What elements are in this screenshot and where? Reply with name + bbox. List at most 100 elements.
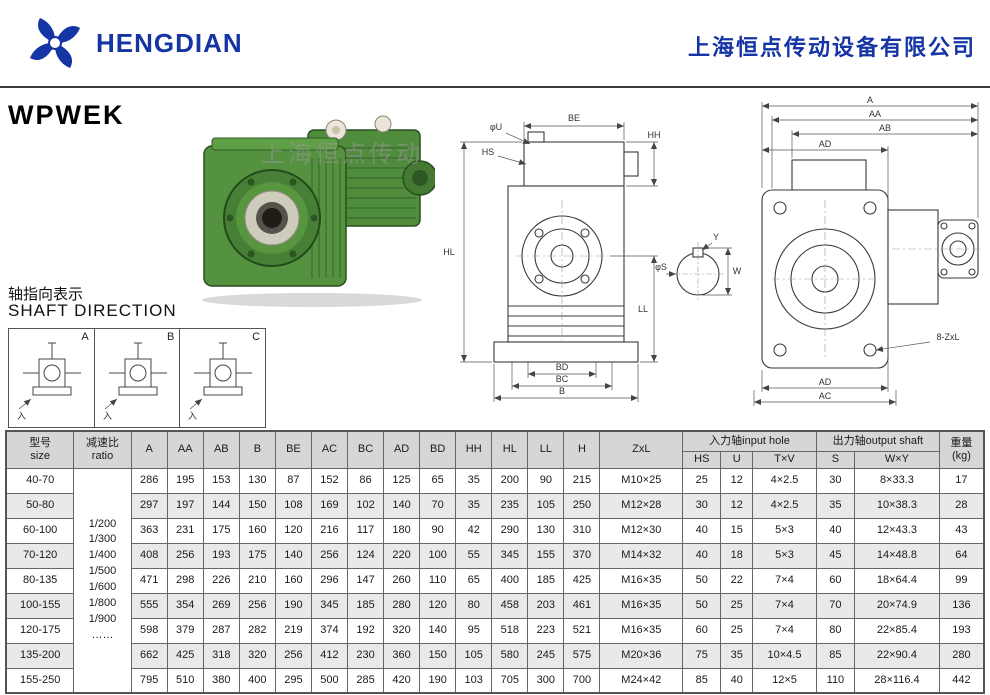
cell-value: 7×4 [752, 567, 817, 594]
dim-label-AD-top: AD [819, 139, 832, 149]
cell-value: 223 [527, 617, 565, 644]
diagram-letter: B [167, 331, 175, 343]
cell-value: 226 [202, 567, 240, 594]
col-header-LL: LL [527, 430, 565, 469]
cell-size: 100-155 [5, 592, 75, 619]
shaft-diagram-a-drawing: 入 [17, 342, 81, 421]
cell-value: 152 [310, 467, 349, 494]
cell-value: 458 [491, 592, 529, 619]
shaft-section-drawing: Y W φS [655, 232, 742, 302]
shaft-diagram-c: C 入 [180, 329, 265, 427]
diagram-letter: C [252, 331, 261, 343]
product-photo [202, 115, 435, 307]
cell-value: 120 [274, 517, 312, 544]
cell-value: 4×2.5 [752, 467, 817, 494]
cell-value: 220 [383, 542, 421, 569]
col-header-AA: AA [166, 430, 204, 469]
cell-value: 55 [455, 542, 493, 569]
cell-value: 320 [238, 642, 276, 669]
cell-value: 280 [383, 592, 421, 619]
cell-value: 35 [720, 642, 754, 669]
cell-value: 260 [383, 567, 421, 594]
cell-value: 360 [383, 642, 421, 669]
cell-value: 18×64.4 [854, 567, 940, 594]
cell-value: 12 [720, 467, 754, 494]
cell-value: 318 [202, 642, 240, 669]
model-title: WPWEK [8, 100, 125, 130]
cell-value: 65 [455, 567, 493, 594]
cell-value: 408 [130, 542, 168, 569]
brand-name: HENGDIAN [96, 28, 243, 58]
cell-value: 117 [347, 517, 385, 544]
cell-value: 12 [720, 492, 754, 519]
cell-size: 80-135 [5, 567, 75, 594]
cell-value: 150 [419, 642, 457, 669]
company-name: 上海恒点传动设备有限公司 [687, 35, 976, 60]
cell-value: 30 [682, 492, 722, 519]
cell-value: 140 [383, 492, 421, 519]
cell-value: 110 [815, 667, 856, 694]
cell-value: M12×28 [599, 492, 684, 519]
cell-value: 103 [455, 667, 493, 694]
sub-col-header-HS: HS [682, 450, 722, 469]
input-arrow-label: 入 [17, 411, 26, 421]
cell-value: 17 [938, 467, 985, 494]
cell-value: 87 [274, 467, 312, 494]
col-header-weight: 重量 (kg) [938, 430, 985, 469]
cell-value: 285 [347, 667, 385, 694]
col-header-BE: BE [274, 430, 312, 469]
cell-value: 160 [274, 567, 312, 594]
cell-value: 14×48.8 [854, 542, 940, 569]
cell-value: 193 [202, 542, 240, 569]
cell-value: 105 [455, 642, 493, 669]
cell-value: 190 [419, 667, 457, 694]
cell-value: 320 [383, 617, 421, 644]
cell-value: 500 [310, 667, 349, 694]
cell-value: 598 [130, 617, 168, 644]
col-header-ZxL: ZxL [599, 430, 684, 469]
cell-value: 370 [563, 542, 601, 569]
dim-label-U: φU [490, 122, 502, 132]
cell-value: 190 [274, 592, 312, 619]
dim-label-AB: AB [879, 123, 891, 133]
cell-value: 216 [310, 517, 349, 544]
cell-value: 795 [130, 667, 168, 694]
cell-value: 197 [166, 492, 204, 519]
cell-value: 22 [720, 567, 754, 594]
dim-label-S: φS [655, 262, 667, 272]
cell-value: 10×38.3 [854, 492, 940, 519]
cell-value: 25 [720, 617, 754, 644]
cell-value: 150 [238, 492, 276, 519]
cell-value: 50 [682, 592, 722, 619]
cell-value: M16×35 [599, 592, 684, 619]
cell-value: 60 [815, 567, 856, 594]
cell-value: 80 [815, 617, 856, 644]
shaft-diagram-b-drawing: 入 [103, 342, 167, 421]
dim-label-Y: Y [713, 232, 719, 242]
front-view-drawing: BE φU HS HH HL LL BD BC B [443, 113, 661, 402]
cell-value: 10×4.5 [752, 642, 817, 669]
col-header-HH: HH [455, 430, 493, 469]
cell-value: 354 [166, 592, 204, 619]
cell-size: 70-120 [5, 542, 75, 569]
cell-value: 8×33.3 [854, 467, 940, 494]
cell-value: 250 [563, 492, 601, 519]
cell-value: 282 [238, 617, 276, 644]
cell-value: M12×30 [599, 517, 684, 544]
cell-value: 28 [938, 492, 985, 519]
cell-value: 22×90.4 [854, 642, 940, 669]
dim-label-B: B [559, 386, 565, 396]
cell-value: 256 [310, 542, 349, 569]
cell-value: 380 [202, 667, 240, 694]
cell-value: 35 [815, 492, 856, 519]
cell-value: 256 [166, 542, 204, 569]
col-header-A: A [130, 430, 168, 469]
cell-value: 30 [815, 467, 856, 494]
cell-value: 90 [527, 467, 565, 494]
cell-value: 4×2.5 [752, 492, 817, 519]
cell-value: 300 [527, 667, 565, 694]
header-divider [0, 86, 990, 88]
